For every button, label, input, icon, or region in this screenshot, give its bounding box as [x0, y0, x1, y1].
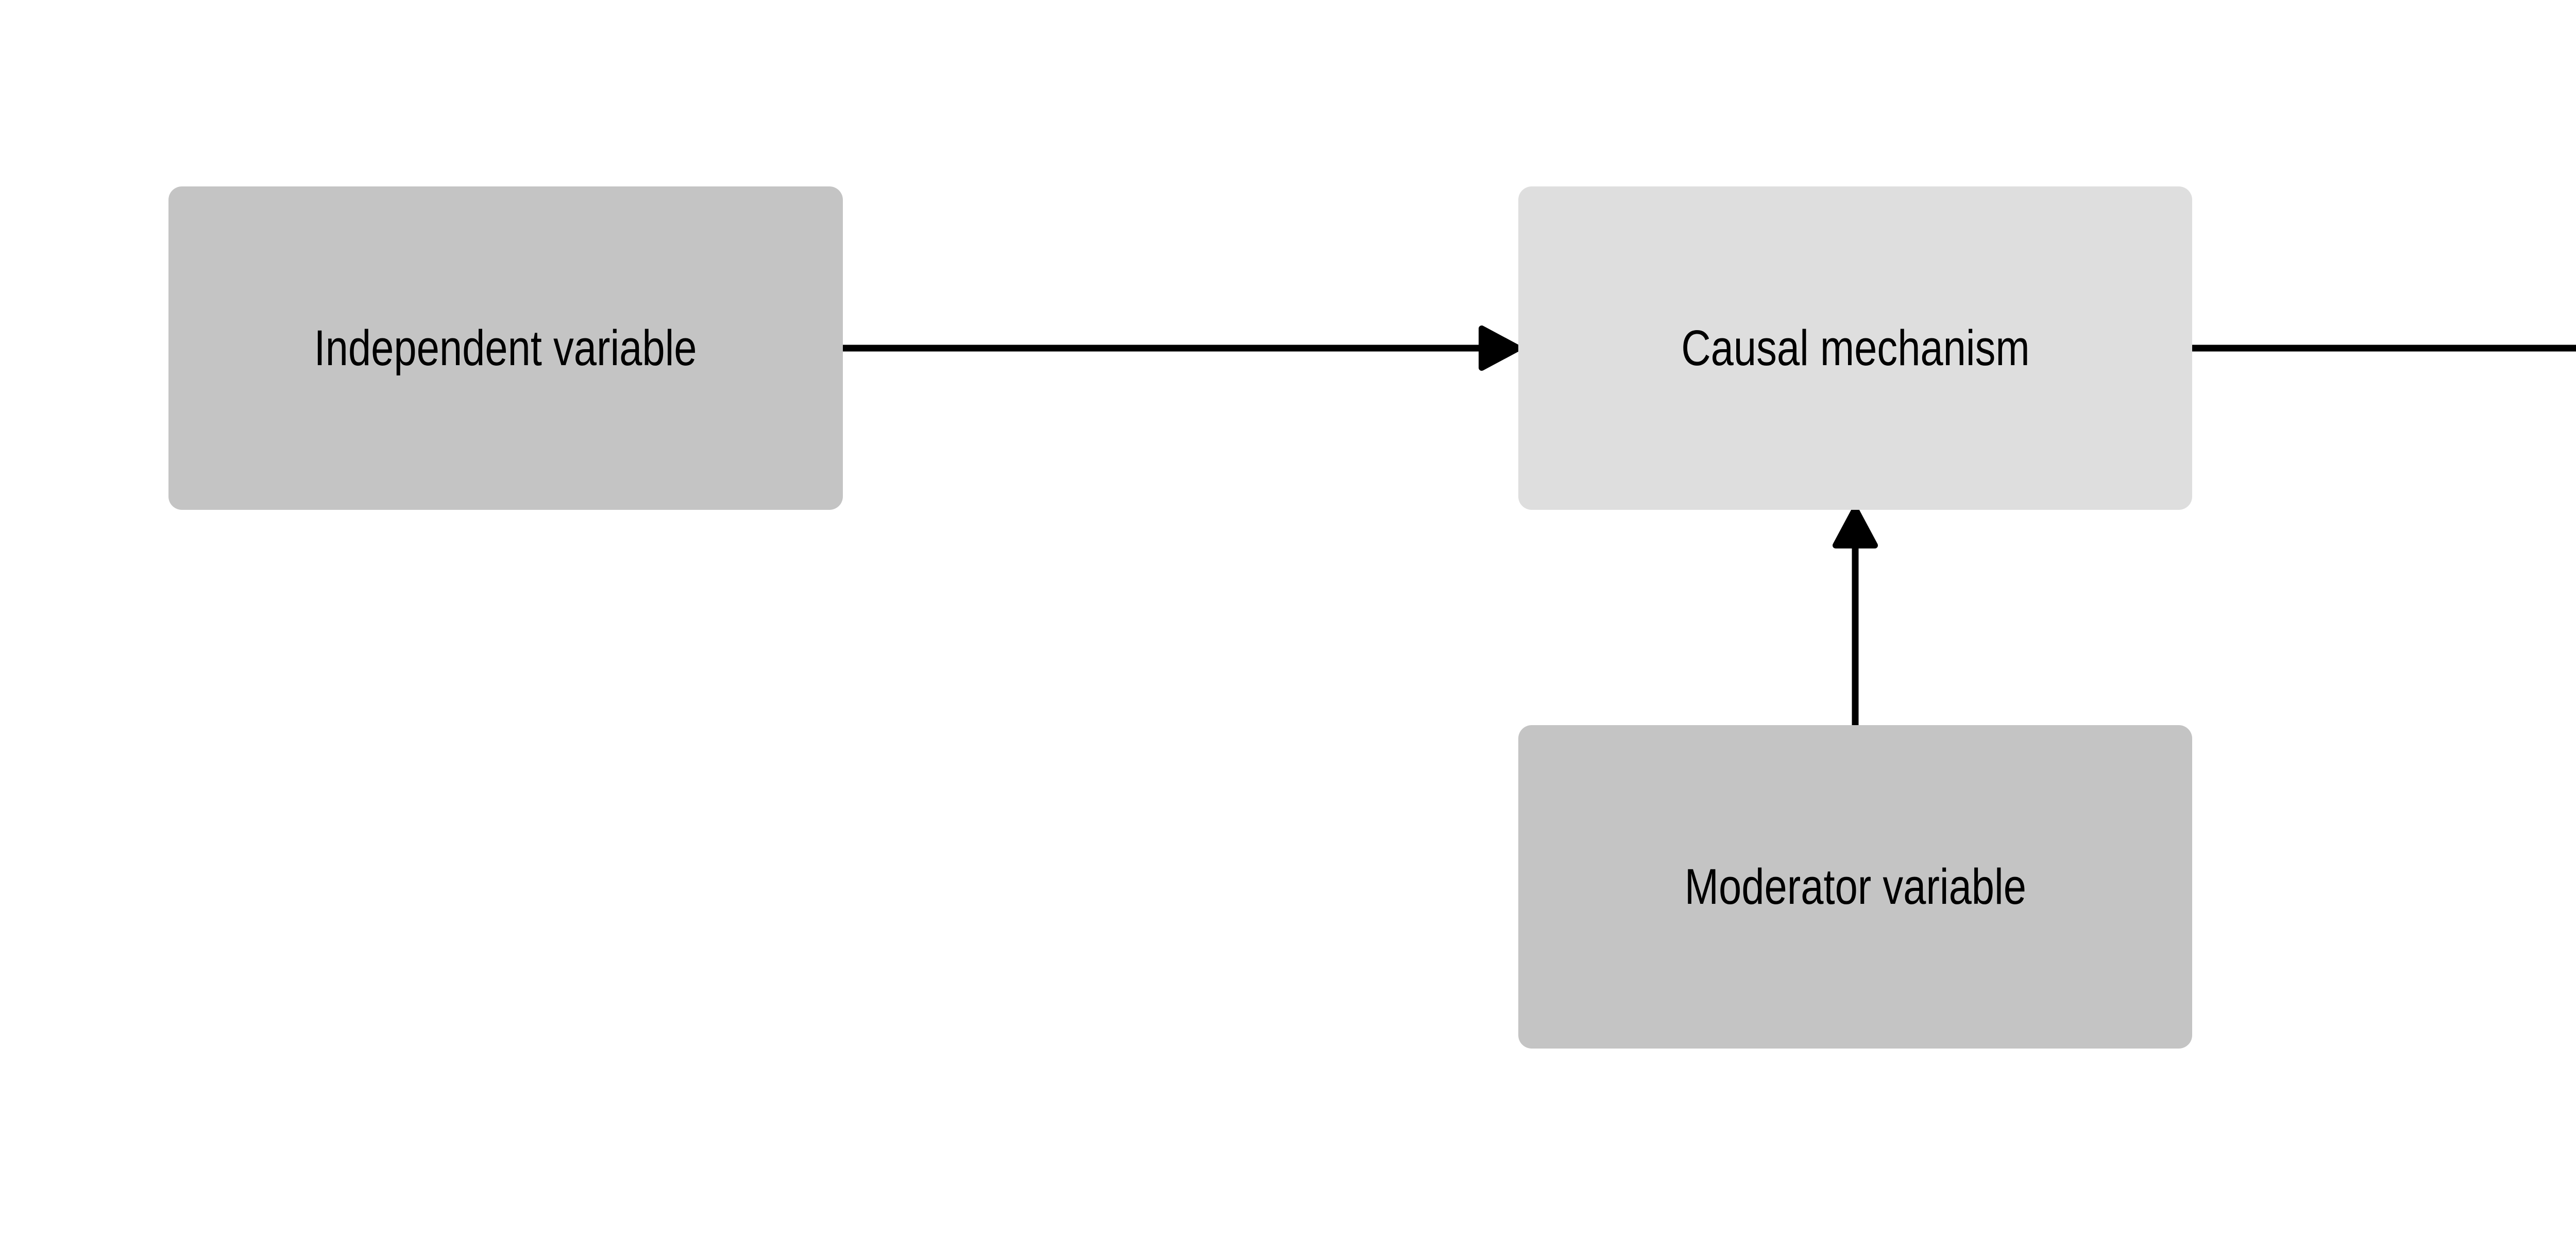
- node-independent-variable[interactable]: Independent variable: [168, 186, 843, 510]
- node-independent-variable-label: Independent variable: [314, 319, 697, 376]
- node-moderator-variable-label: Moderator variable: [1684, 858, 2026, 915]
- edge-independent-to-causal-arrowhead: [1479, 325, 1521, 371]
- node-moderator-variable[interactable]: Moderator variable: [1518, 725, 2192, 1049]
- edge-moderator-to-causal: [1833, 506, 1878, 729]
- edge-causal-to-dependent: [2189, 345, 2576, 352]
- edge-moderator-to-causal-arrowhead: [1833, 506, 1878, 548]
- node-causal-mechanism[interactable]: Causal mechanism: [1518, 186, 2192, 510]
- node-causal-mechanism-label: Causal mechanism: [1681, 319, 2030, 376]
- edge-independent-to-causal: [839, 325, 1521, 371]
